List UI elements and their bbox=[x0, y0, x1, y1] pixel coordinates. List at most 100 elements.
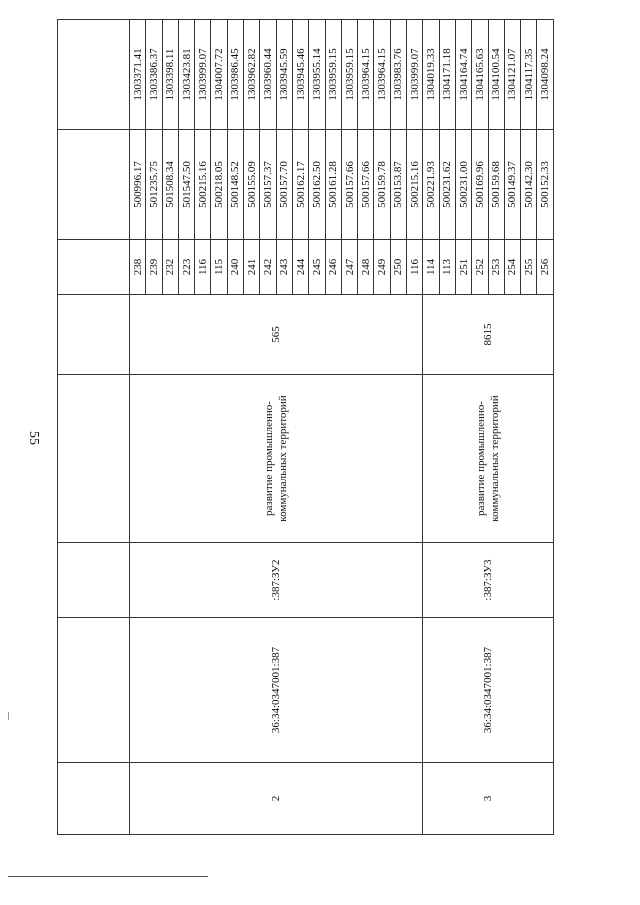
empty-cell bbox=[57, 19, 130, 130]
coordinate-y: 1303962.82 bbox=[243, 19, 260, 130]
plot-area: 8615 bbox=[422, 294, 554, 375]
cadastral-number: 36:34:0347001:387 bbox=[129, 617, 423, 763]
land-plot-id: :387:ЗУ3 bbox=[422, 542, 554, 618]
coordinate-y: 1303959.15 bbox=[325, 19, 342, 130]
coordinate-x: 500159.68 bbox=[488, 129, 505, 240]
coordinate-y: 1304165.63 bbox=[471, 19, 489, 130]
point-number: 116 bbox=[194, 239, 211, 295]
coordinate-x: 500148.52 bbox=[227, 129, 244, 240]
land-plot-id: :387:ЗУ2 bbox=[129, 542, 423, 618]
coordinate-x: 500218.05 bbox=[210, 129, 228, 240]
coordinate-x: 500996.17 bbox=[129, 129, 146, 240]
coordinate-y: 1303959.15 bbox=[341, 19, 358, 130]
point-number: 240 bbox=[227, 239, 244, 295]
empty-cell bbox=[57, 294, 130, 375]
page-number: 55 bbox=[26, 431, 41, 445]
point-number: 116 bbox=[406, 239, 423, 295]
row-number: 3 bbox=[422, 762, 554, 835]
coordinate-x: 500221.93 bbox=[422, 129, 440, 240]
coordinate-x: 500157.66 bbox=[357, 129, 374, 240]
coordinate-y: 1304100.54 bbox=[488, 19, 505, 130]
coordinate-x: 500215.16 bbox=[406, 129, 423, 240]
coordinate-x: 500215.16 bbox=[194, 129, 211, 240]
point-number: 113 bbox=[439, 239, 456, 295]
margin-mark bbox=[8, 712, 9, 720]
coordinate-x: 500142.30 bbox=[520, 129, 537, 240]
coordinate-x: 500162.50 bbox=[308, 129, 326, 240]
point-number: 252 bbox=[471, 239, 489, 295]
land-purpose: развитие промышленно-коммунальных террит… bbox=[129, 374, 423, 543]
coordinate-y: 1304171.18 bbox=[439, 19, 456, 130]
coordinate-y: 1303955.14 bbox=[308, 19, 326, 130]
coordinate-x: 501508.34 bbox=[162, 129, 179, 240]
coordinate-x: 500152.33 bbox=[536, 129, 554, 240]
point-number: 238 bbox=[129, 239, 146, 295]
coordinate-y: 1303964.15 bbox=[357, 19, 374, 130]
coordinate-x: 500157.37 bbox=[259, 129, 277, 240]
coordinate-y: 1303398.11 bbox=[162, 19, 179, 130]
plot-area: 565 bbox=[129, 294, 423, 375]
coordinate-y: 1304098.24 bbox=[536, 19, 554, 130]
coordinate-y: 1303999.07 bbox=[406, 19, 423, 130]
point-number: 239 bbox=[145, 239, 163, 295]
coordinate-x: 500169.96 bbox=[471, 129, 489, 240]
row-number: 2 bbox=[129, 762, 423, 835]
point-number: 241 bbox=[243, 239, 260, 295]
point-number: 251 bbox=[455, 239, 472, 295]
point-number: 248 bbox=[357, 239, 374, 295]
empty-cell bbox=[57, 617, 130, 763]
coordinate-y: 1303423.81 bbox=[178, 19, 195, 130]
point-number: 249 bbox=[373, 239, 391, 295]
coordinate-x: 500159.78 bbox=[373, 129, 391, 240]
empty-cell bbox=[57, 542, 130, 618]
coordinate-y: 1304121.07 bbox=[504, 19, 521, 130]
coordinate-y: 1303986.45 bbox=[227, 19, 244, 130]
empty-cell bbox=[57, 374, 130, 543]
point-number: 232 bbox=[162, 239, 179, 295]
empty-cell bbox=[57, 239, 130, 295]
point-number: 255 bbox=[520, 239, 537, 295]
coordinate-x: 500155.09 bbox=[243, 129, 260, 240]
footnote-separator bbox=[8, 876, 208, 877]
land-purpose: развитие промышленно-коммунальных террит… bbox=[422, 374, 554, 543]
coordinate-x: 500157.66 bbox=[341, 129, 358, 240]
point-number: 246 bbox=[325, 239, 342, 295]
coordinate-y: 1303960.44 bbox=[259, 19, 277, 130]
coordinate-y: 1304007.72 bbox=[210, 19, 228, 130]
coordinate-x: 500157.70 bbox=[276, 129, 293, 240]
continuation-row bbox=[57, 19, 130, 835]
coordinate-x: 500231.62 bbox=[439, 129, 456, 240]
coordinate-y: 1304019.33 bbox=[422, 19, 440, 130]
point-number: 256 bbox=[536, 239, 554, 295]
point-number: 244 bbox=[292, 239, 309, 295]
coordinate-x: 500162.17 bbox=[292, 129, 309, 240]
point-number: 245 bbox=[308, 239, 326, 295]
point-number: 242 bbox=[259, 239, 277, 295]
coordinate-y: 1303964.15 bbox=[373, 19, 391, 130]
cadastral-number: 36:34:0347001:387 bbox=[422, 617, 554, 763]
point-number: 253 bbox=[488, 239, 505, 295]
point-number: 254 bbox=[504, 239, 521, 295]
coordinate-y: 1303945.46 bbox=[292, 19, 309, 130]
coordinate-y: 1304117.35 bbox=[520, 19, 537, 130]
coordinate-y: 1303371.41 bbox=[129, 19, 146, 130]
coordinate-y: 1303999.07 bbox=[194, 19, 211, 130]
point-number: 250 bbox=[390, 239, 407, 295]
coordinate-y: 1304164.74 bbox=[455, 19, 472, 130]
coordinate-x: 500149.37 bbox=[504, 129, 521, 240]
empty-cell bbox=[57, 762, 130, 835]
coordinate-y: 1303386.37 bbox=[145, 19, 163, 130]
coordinate-y: 1303945.59 bbox=[276, 19, 293, 130]
point-number: 247 bbox=[341, 239, 358, 295]
coordinate-x: 500231.00 bbox=[455, 129, 472, 240]
coordinate-x: 500153.87 bbox=[390, 129, 407, 240]
coordinate-y: 1303983.76 bbox=[390, 19, 407, 130]
coordinate-x: 501235.75 bbox=[145, 129, 163, 240]
point-number: 114 bbox=[422, 239, 440, 295]
point-number: 223 bbox=[178, 239, 195, 295]
